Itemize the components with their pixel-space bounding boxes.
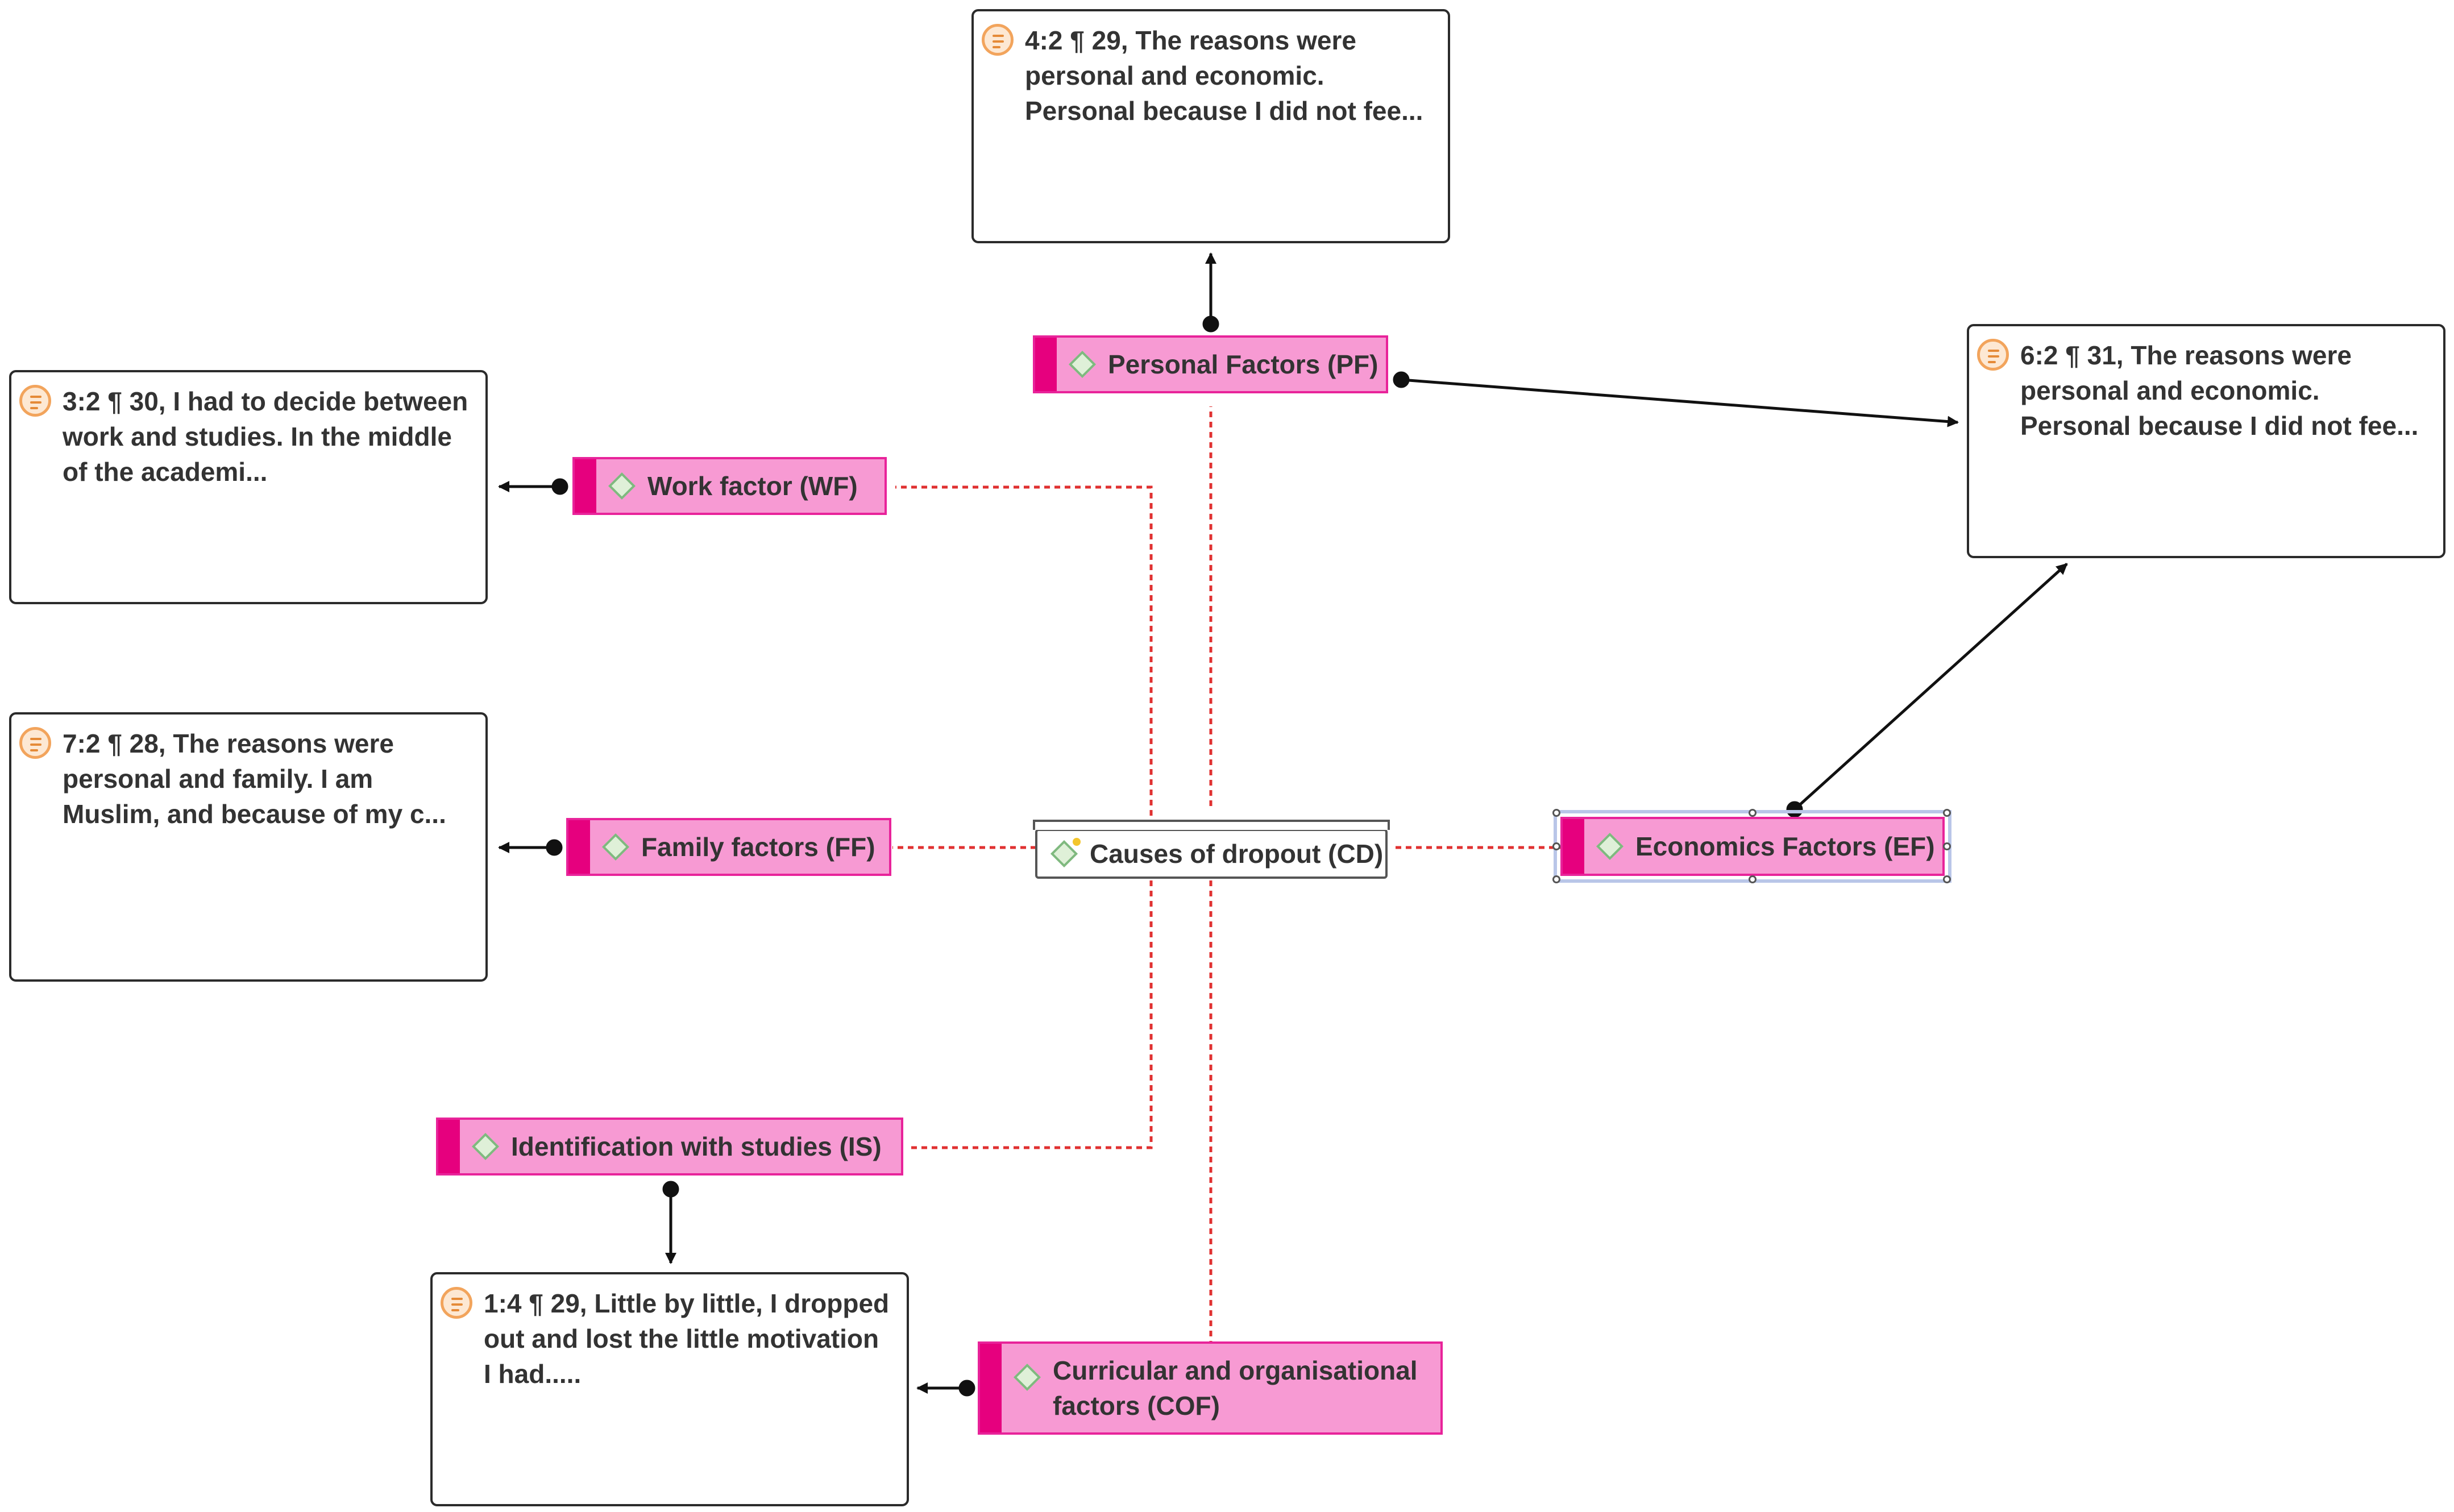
code-color-stripe xyxy=(1035,338,1057,391)
quotation-document-icon xyxy=(19,385,51,417)
quotation-3-2[interactable]: 3:2 ¶ 30, I had to decide between work a… xyxy=(9,370,488,604)
quotation-document-icon xyxy=(19,727,51,759)
code-economics-factors[interactable]: Economics Factors (EF) xyxy=(1554,810,1951,883)
code-diamond-icon xyxy=(608,472,636,500)
relation-line-wf xyxy=(895,485,1153,816)
code-color-stripe xyxy=(1563,819,1584,874)
code-curricular-organisational-factors[interactable]: Curricular and organisational factors (C… xyxy=(978,1341,1443,1435)
link-dot-is-q1 xyxy=(662,1181,679,1198)
quotation-text: 1:4 ¶ 29, Little by little, I dropped ou… xyxy=(484,1289,890,1389)
link-lines xyxy=(498,252,2068,1397)
quotation-text: 7:2 ¶ 28, The reasons were personal and … xyxy=(63,729,446,829)
quotation-document-icon xyxy=(441,1287,472,1319)
link-dot-wf-q3 xyxy=(551,478,568,495)
code-diamond-icon xyxy=(1596,832,1624,861)
code-label: Curricular and organisational factors (C… xyxy=(1053,1356,1418,1420)
resize-handle-left[interactable] xyxy=(1552,842,1560,850)
code-identification-with-studies[interactable]: Identification with studies (IS) xyxy=(436,1118,903,1175)
link-dot-pf-q4 xyxy=(1202,315,1219,333)
code-diamond-icon xyxy=(471,1132,500,1161)
relation-line-is xyxy=(910,880,1153,1149)
link-ef-q6 xyxy=(1793,563,2068,811)
code-group-tab xyxy=(1033,820,1390,830)
quotation-text: 6:2 ¶ 31, The reasons were personal and … xyxy=(2020,340,2419,441)
code-label: Work factor (WF) xyxy=(647,471,858,501)
code-family-factors[interactable]: Family factors (FF) xyxy=(566,818,891,876)
resize-handle-top-left[interactable] xyxy=(1552,809,1560,817)
relation-lines xyxy=(892,406,1560,1341)
quotation-document-icon xyxy=(982,24,1014,56)
resize-handle-right[interactable] xyxy=(1943,842,1951,850)
code-label: Economics Factors (EF) xyxy=(1635,832,1935,861)
code-label: Identification with studies (IS) xyxy=(511,1132,882,1161)
code-group-causes-of-dropout[interactable]: Causes of dropout (CD) xyxy=(1033,820,1390,879)
code-diamond-icon xyxy=(1013,1363,1041,1391)
code-label: Family factors (FF) xyxy=(641,832,875,862)
link-dot-pf-q6 xyxy=(1393,371,1410,388)
quotation-text: 4:2 ¶ 29, The reasons were personal and … xyxy=(1025,26,1423,126)
code-diamond-icon xyxy=(1068,350,1097,379)
code-personal-factors[interactable]: Personal Factors (PF) xyxy=(1033,335,1388,393)
resize-handle-bottom-right[interactable] xyxy=(1943,875,1951,883)
quotation-text: 3:2 ¶ 30, I had to decide between work a… xyxy=(63,387,468,487)
link-dot-ff-q7 xyxy=(546,839,563,856)
link-pf-q6 xyxy=(1401,378,1959,427)
resize-handle-bottom-left[interactable] xyxy=(1552,875,1560,883)
code-diamond-icon xyxy=(601,833,630,861)
quotation-7-2[interactable]: 7:2 ¶ 28, The reasons were personal and … xyxy=(9,712,488,982)
quotation-1-4[interactable]: 1:4 ¶ 29, Little by little, I dropped ou… xyxy=(430,1272,909,1506)
quotation-6-2[interactable]: 6:2 ¶ 31, The reasons were personal and … xyxy=(1967,324,2445,558)
code-label: Personal Factors (PF) xyxy=(1108,350,1378,379)
code-color-stripe xyxy=(575,459,596,513)
quotation-document-icon xyxy=(1977,339,2009,371)
resize-handle-top-right[interactable] xyxy=(1943,809,1951,817)
link-dot-ef-q6 xyxy=(1786,801,1803,818)
quotation-4-2[interactable]: 4:2 ¶ 29, The reasons were personal and … xyxy=(971,9,1450,243)
link-dot-cof-q1 xyxy=(958,1380,975,1397)
code-group-label: Causes of dropout (CD) xyxy=(1090,839,1384,869)
code-work-factor[interactable]: Work factor (WF) xyxy=(572,457,887,515)
code-color-stripe xyxy=(980,1344,1002,1432)
code-color-stripe xyxy=(568,820,590,874)
code-group-badge-icon xyxy=(1073,838,1081,846)
resize-handle-top[interactable] xyxy=(1749,809,1757,817)
resize-handle-bottom[interactable] xyxy=(1749,875,1757,883)
code-color-stripe xyxy=(438,1120,460,1173)
